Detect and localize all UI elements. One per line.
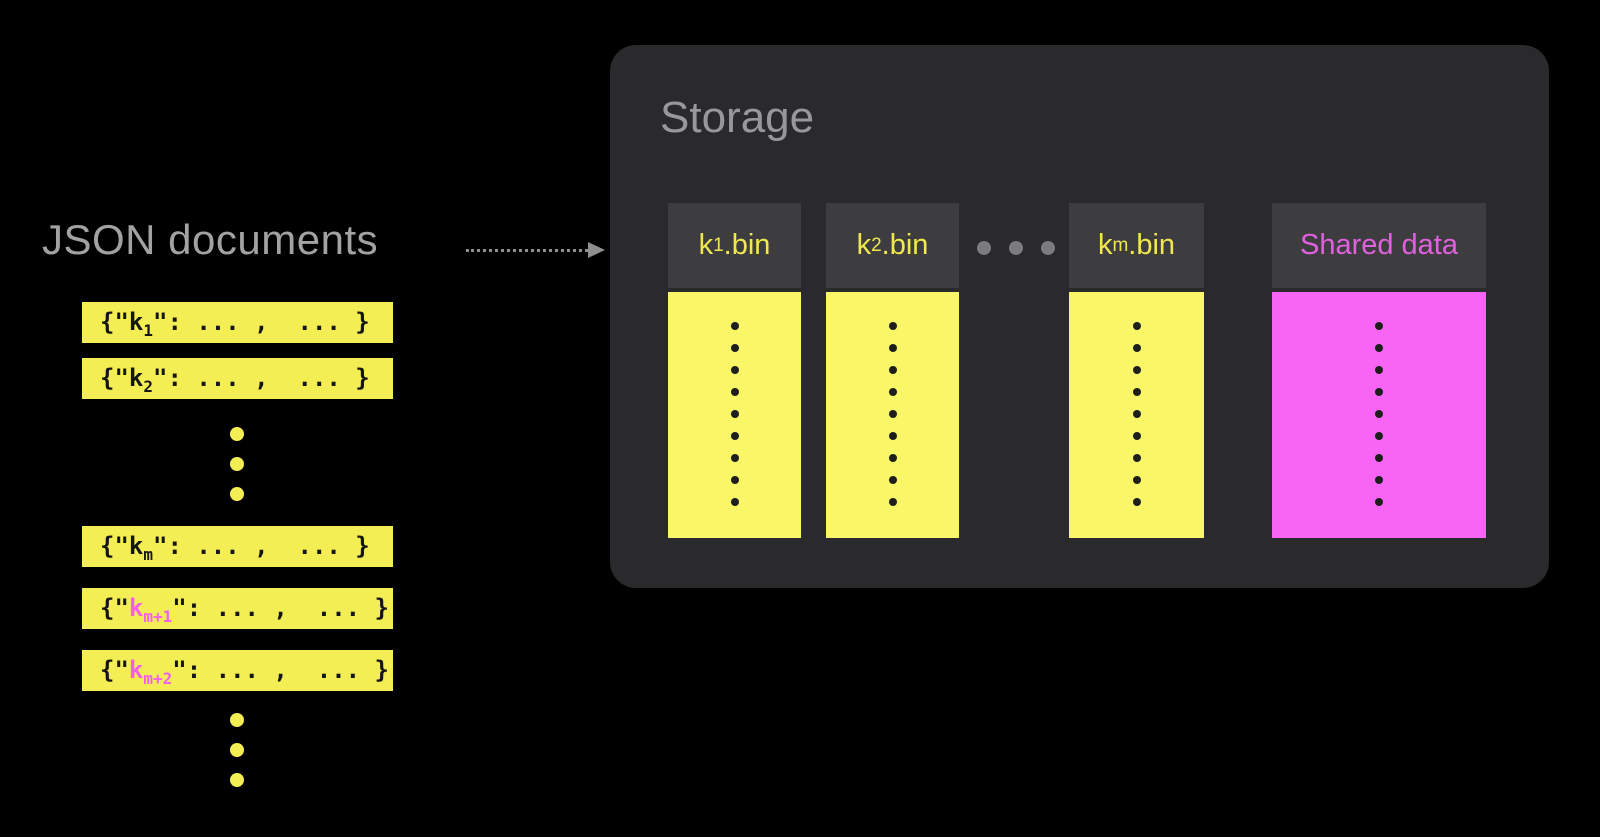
dot bbox=[730, 454, 739, 462]
dot bbox=[1375, 498, 1383, 506]
dot bbox=[230, 773, 244, 787]
dot bbox=[1132, 476, 1141, 484]
dot bbox=[1375, 454, 1383, 462]
dot bbox=[1132, 366, 1141, 374]
dot bbox=[730, 476, 739, 484]
dot bbox=[1375, 432, 1383, 440]
row-text: {" bbox=[100, 364, 129, 392]
row-key: km bbox=[128, 532, 153, 564]
json-doc-row-km2: {"km+2": ... , ... } bbox=[82, 650, 393, 691]
column-body-km bbox=[1069, 292, 1204, 538]
json-doc-row-km1: {"km+1": ... , ... } bbox=[82, 588, 393, 629]
dot bbox=[888, 432, 897, 440]
dot bbox=[730, 432, 739, 440]
row-text: {" bbox=[100, 594, 129, 622]
json-documents-label: JSON documents bbox=[42, 216, 379, 263]
dot bbox=[1132, 322, 1141, 330]
horizontal-ellipsis-icon bbox=[977, 241, 1055, 255]
column-body-k2 bbox=[826, 292, 959, 538]
column-body-shared-data bbox=[1272, 292, 1486, 538]
dot bbox=[888, 344, 897, 352]
dot bbox=[1132, 388, 1141, 396]
dot bbox=[888, 498, 897, 506]
dot bbox=[1375, 344, 1383, 352]
column-header-shared-data: Shared data bbox=[1272, 203, 1486, 288]
dot bbox=[888, 322, 897, 330]
dot bbox=[888, 410, 897, 418]
row-text: ": ... , ... } bbox=[153, 532, 370, 560]
dot bbox=[730, 366, 739, 374]
dot bbox=[888, 476, 897, 484]
dot bbox=[1041, 241, 1055, 255]
dot bbox=[230, 487, 244, 501]
json-doc-row-k1: {"k1": ... , ... } bbox=[82, 302, 393, 343]
storage-column-shared-data: Shared data bbox=[1272, 203, 1486, 538]
column-body-k1 bbox=[668, 292, 801, 538]
row-text: ": ... , ... } bbox=[153, 364, 370, 392]
dot bbox=[730, 410, 739, 418]
arrow-right-icon bbox=[588, 242, 605, 258]
dot bbox=[230, 743, 244, 757]
storage-title: Storage bbox=[660, 93, 815, 142]
dot bbox=[730, 322, 739, 330]
dot bbox=[1132, 432, 1141, 440]
dot bbox=[730, 388, 739, 396]
dot bbox=[730, 498, 739, 506]
row-key-highlighted: km+2 bbox=[128, 656, 173, 688]
dot bbox=[1375, 410, 1383, 418]
dot bbox=[1132, 344, 1141, 352]
dot bbox=[1132, 454, 1141, 462]
row-key-highlighted: km+1 bbox=[128, 594, 173, 626]
row-text: ": ... , ... } bbox=[172, 594, 390, 622]
dot bbox=[977, 241, 991, 255]
row-key: k2 bbox=[128, 364, 153, 396]
dot bbox=[730, 344, 739, 352]
dot bbox=[1009, 241, 1023, 255]
json-doc-row-km: {"km": ... , ... } bbox=[82, 526, 393, 567]
dot bbox=[888, 366, 897, 374]
dot bbox=[1132, 410, 1141, 418]
row-text: {" bbox=[100, 656, 129, 684]
row-text: {" bbox=[100, 532, 129, 560]
dot bbox=[1375, 366, 1383, 374]
dotted-arrow-line bbox=[466, 249, 588, 252]
json-doc-row-k2: {"k2": ... , ... } bbox=[82, 358, 393, 399]
row-key: k1 bbox=[128, 308, 153, 340]
dot bbox=[888, 454, 897, 462]
vertical-ellipsis-icon bbox=[230, 427, 244, 501]
dot bbox=[888, 388, 897, 396]
dot bbox=[230, 457, 244, 471]
dot bbox=[230, 427, 244, 441]
row-text: {" bbox=[100, 308, 129, 336]
dot bbox=[1375, 388, 1383, 396]
vertical-ellipsis-icon bbox=[230, 713, 244, 787]
dot bbox=[1132, 498, 1141, 506]
dot bbox=[1375, 476, 1383, 484]
dot bbox=[230, 713, 244, 727]
row-text: ": ... , ... } bbox=[153, 308, 370, 336]
row-text: ": ... , ... } bbox=[172, 656, 390, 684]
dot bbox=[1375, 322, 1383, 330]
